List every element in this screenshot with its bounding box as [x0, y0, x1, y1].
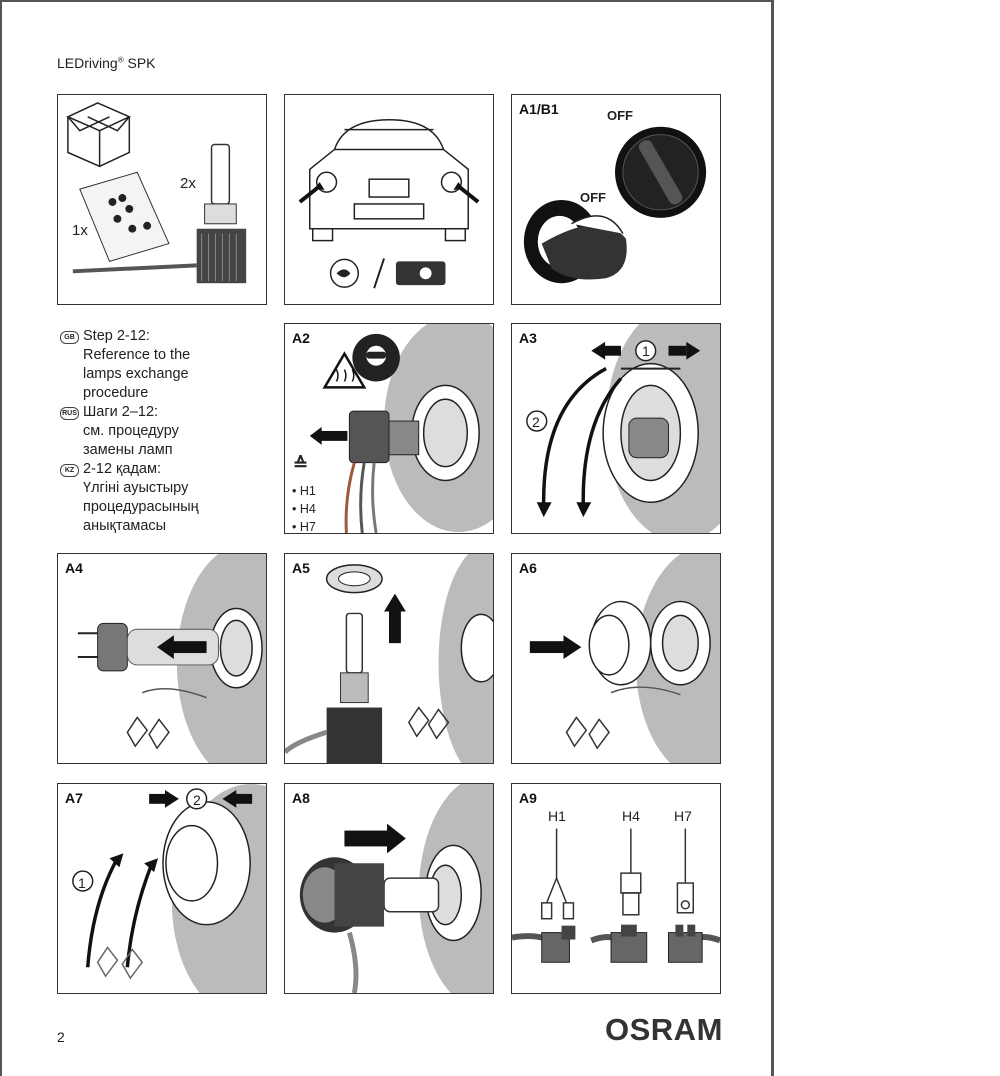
- insert-adapter-illustration: [529, 554, 720, 763]
- bulb-type-h1: • H1: [292, 484, 316, 498]
- step-label-a5: A5: [292, 560, 310, 576]
- note-text: Шаги 2–12: см. процедуру замены ламп: [83, 404, 179, 458]
- h7-label: H7: [674, 808, 692, 824]
- registered-mark: ®: [117, 55, 124, 65]
- bulb-type-h7: • H7: [292, 520, 316, 534]
- bulb-type-list: • H1 • H4 • H7: [292, 482, 316, 534]
- step-label-a9: A9: [519, 790, 537, 806]
- osram-logo: OSRAM: [605, 1012, 723, 1047]
- language-badge: RUS: [60, 407, 79, 420]
- panel-a6: A6: [511, 553, 721, 764]
- release-clip-illustration: [526, 324, 720, 533]
- panel-a5: A5: [284, 553, 494, 764]
- note-kazakh: KZ 2-12 қадам: Үлгіні ауыстыру процедура…: [60, 460, 260, 536]
- note-russian: RUS Шаги 2–12: см. процедуру замены ламп: [60, 403, 260, 460]
- light-switch-off-illustration: [523, 126, 707, 284]
- step-label-a4: A4: [65, 560, 83, 576]
- note-text: Step 2-12: Reference to the lamps exchan…: [83, 328, 191, 401]
- language-badge: KZ: [60, 464, 79, 477]
- step-label-a6: A6: [519, 560, 537, 576]
- panel-car-headlights: [284, 94, 494, 305]
- page-header: LEDriving® SPK: [57, 55, 156, 71]
- step-label-a3: A3: [519, 330, 537, 346]
- unplug-connector-illustration: [309, 324, 493, 533]
- insert-led-lamp-illustration: [299, 784, 493, 993]
- kit-quantity: 1x: [72, 222, 88, 239]
- panel-a2: A2 ≙ • H1 • H4 • H7: [284, 323, 494, 534]
- lamp-quantity: 2x: [180, 175, 196, 192]
- step-label-a7: A7: [65, 790, 83, 806]
- manual-page: LEDriving® SPK: [0, 0, 774, 1076]
- page-number: 2: [57, 1029, 65, 1045]
- h4-label: H4: [622, 808, 640, 824]
- connector-types-illustration: [512, 828, 720, 963]
- switch-off-label: OFF: [607, 108, 633, 123]
- stalk-off-label: OFF: [580, 190, 606, 205]
- bulb-type-h4: • H4: [292, 502, 316, 516]
- step-number-2: 2: [193, 792, 201, 808]
- step-label-a1-b1: A1/B1: [519, 101, 559, 117]
- led-lamp-illustration: [285, 554, 493, 763]
- step-label-a2: A2: [292, 330, 310, 346]
- step-label-a8: A8: [292, 790, 310, 806]
- step-number-2: 2: [532, 414, 540, 430]
- panel-a9: A9 H1 H4 H7: [511, 783, 721, 994]
- panel-a7: A7 1 2: [57, 783, 267, 994]
- lock-adapter-illustration: [72, 784, 266, 993]
- model-name: SPK: [127, 55, 156, 71]
- note-english: GB Step 2-12: Reference to the lamps exc…: [60, 327, 260, 403]
- panel-a3: A3 1 2: [511, 323, 721, 534]
- h1-label: H1: [548, 808, 566, 824]
- box-contents-illustration: [66, 102, 247, 284]
- panel-a1-b1: A1/B1 OFF OFF: [511, 94, 721, 305]
- panel-contents: 2x 1x: [57, 94, 267, 305]
- panel-a4: A4: [57, 553, 267, 764]
- language-badge: GB: [60, 331, 79, 344]
- panel-a8: A8: [284, 783, 494, 994]
- step-number-1: 1: [642, 343, 650, 359]
- note-text: 2-12 қадам: Үлгіні ауыстыру процедурасын…: [83, 461, 199, 534]
- equivalent-symbol: ≙: [293, 454, 309, 474]
- step-number-1: 1: [78, 875, 86, 891]
- brand-name: LEDriving: [57, 55, 118, 71]
- car-front-illustration: [298, 119, 480, 289]
- remove-bulb-illustration: [77, 554, 266, 763]
- language-notes: GB Step 2-12: Reference to the lamps exc…: [60, 327, 260, 536]
